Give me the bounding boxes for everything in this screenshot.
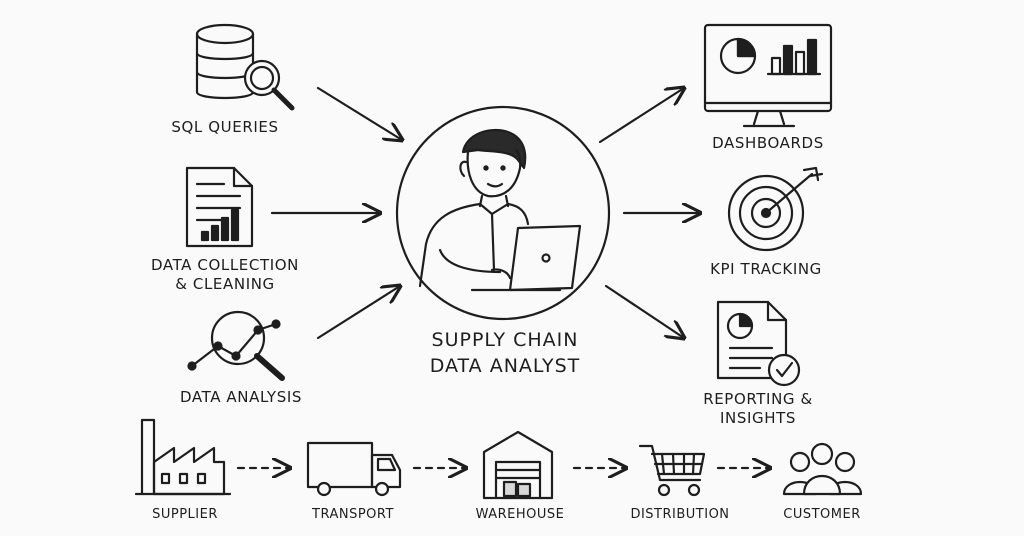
monitor-charts-icon (703, 23, 833, 128)
flow-label-transport: TRANSPORT (312, 507, 394, 522)
data-collection-label-line2: & CLEANING (175, 275, 275, 293)
analyst-icon (418, 128, 582, 292)
flow-label-distribution: DISTRIBUTION (630, 507, 730, 522)
center-title-line1: SUPPLY CHAIN (431, 329, 579, 351)
data-analysis-label: DATA ANALYSIS (180, 388, 302, 406)
reporting-label-line1: REPORTING & (703, 390, 813, 408)
document-chart-icon (185, 166, 254, 248)
arrows-in (270, 86, 402, 340)
dashboards-label: DASHBOARDS (712, 134, 824, 152)
sql-queries-label: SQL QUERIES (171, 118, 279, 136)
kpi-tracking-label: KPI TRACKING (710, 260, 822, 278)
people-icon (782, 442, 863, 496)
report-check-icon (716, 300, 801, 387)
reporting-label-line2: INSIGHTS (720, 409, 796, 427)
arrows-out (598, 88, 700, 338)
analyst-circle (395, 105, 611, 321)
truck-icon (306, 441, 402, 497)
database-magnifier-icon (195, 23, 295, 111)
flow-label-supplier: SUPPLIER (152, 507, 218, 522)
factory-icon (134, 418, 232, 496)
warehouse-icon (482, 430, 554, 500)
center-title-line2: DATA ANALYST (429, 355, 581, 377)
cart-icon (638, 444, 706, 497)
flow-label-customer: CUSTOMER (783, 507, 861, 522)
magnifier-trend-icon (187, 310, 285, 381)
data-collection-label-line1: DATA COLLECTION (151, 256, 299, 274)
flow-label-warehouse: WAREHOUSE (475, 507, 565, 522)
target-arrow-icon (727, 166, 824, 252)
